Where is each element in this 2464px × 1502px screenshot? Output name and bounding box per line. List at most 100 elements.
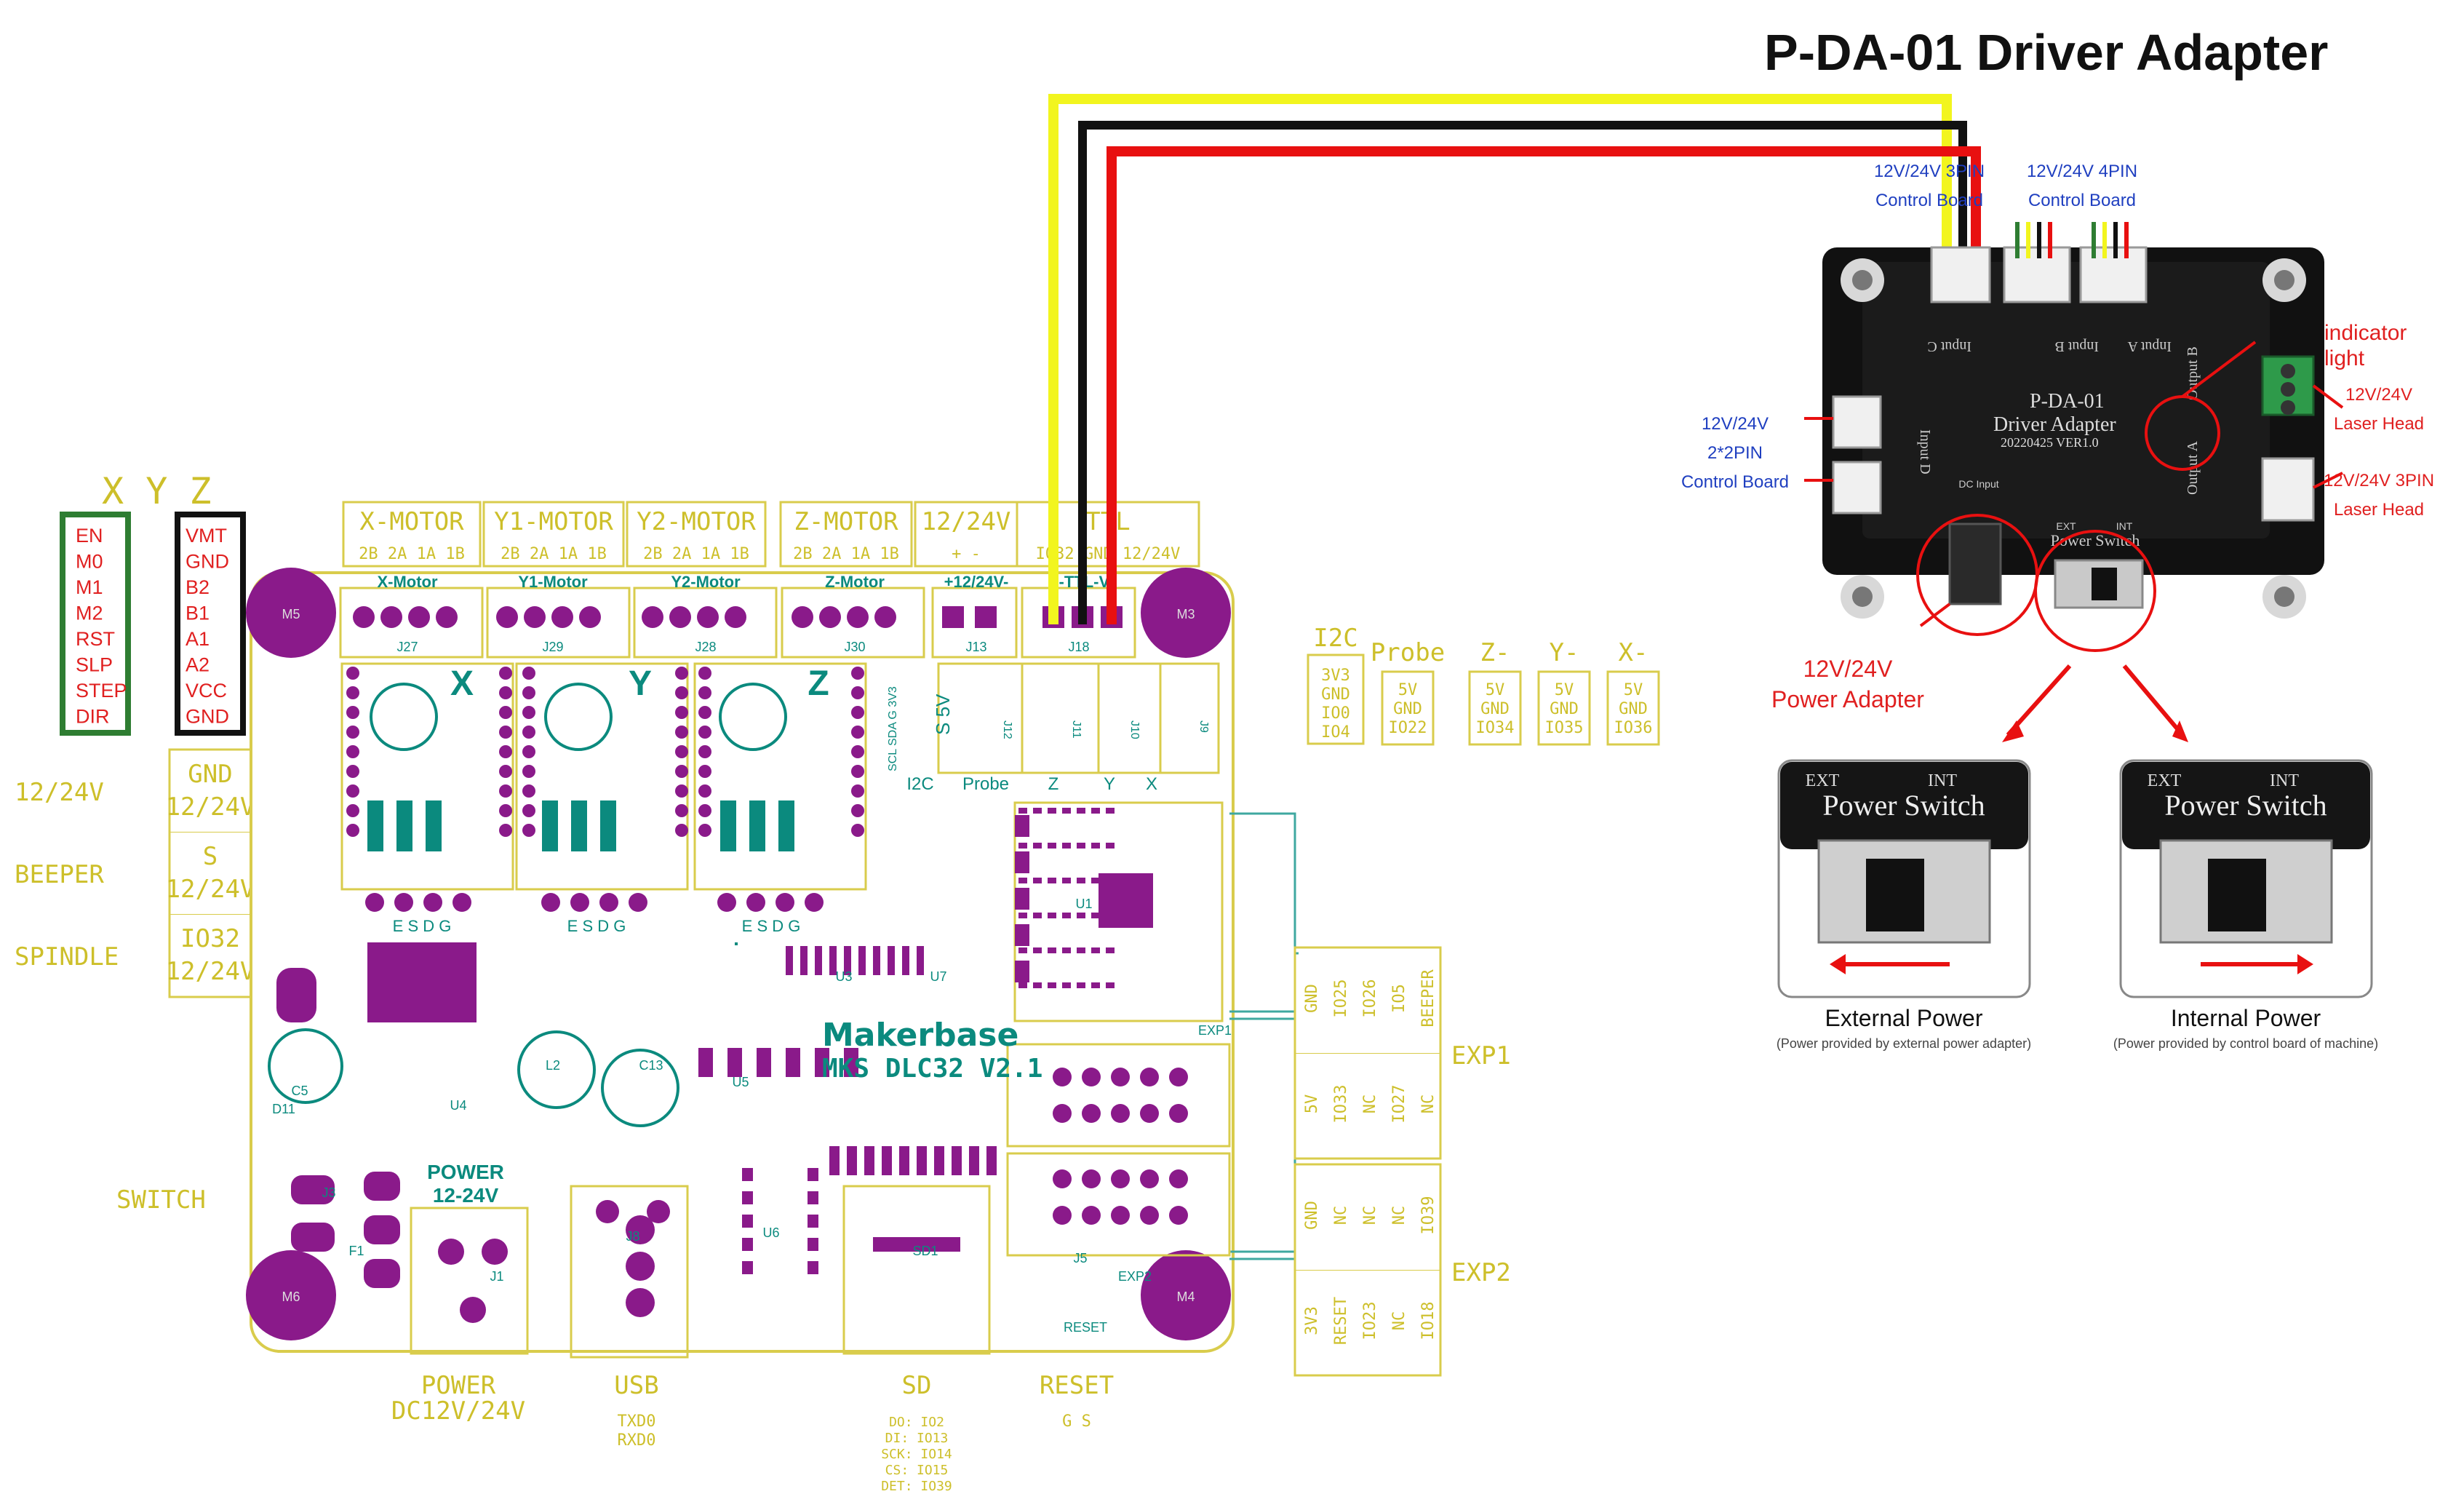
top-header-pins: 2B 2A 1A 1B — [793, 545, 899, 563]
switch-panel-header — [1780, 762, 2028, 849]
pad — [727, 1048, 742, 1077]
pad — [1033, 878, 1042, 883]
pad — [364, 1259, 400, 1288]
top-header-pins: + - — [952, 545, 981, 563]
sensor-pin: IO36 — [1614, 719, 1653, 737]
board-ref: U5 — [732, 1075, 749, 1089]
board-input-label: I2C — [906, 774, 933, 794]
pad — [541, 893, 560, 912]
bottom-label-title: USB — [614, 1371, 658, 1400]
driver-pin-row: E S D G — [742, 917, 801, 935]
pad — [1018, 878, 1027, 883]
pad — [276, 968, 316, 1022]
mount-hole-label: M6 — [282, 1290, 300, 1304]
divider — [170, 832, 251, 833]
adapter-label: 12V/24V 3PIN — [1874, 162, 1985, 181]
pad — [1018, 982, 1027, 988]
adapter-label: Laser Head — [2334, 500, 2424, 520]
adapter-label: 2*2PIN — [1707, 443, 1763, 463]
pad — [1033, 982, 1042, 988]
pad — [1106, 878, 1115, 883]
mount-hole-label: M4 — [1176, 1290, 1195, 1304]
bottom-label-sub: DET: IO39 — [881, 1479, 952, 1494]
pad — [934, 1146, 944, 1175]
sensor-pin: IO34 — [1476, 719, 1515, 737]
pad — [698, 745, 711, 758]
exp-pin: GND — [1303, 1201, 1321, 1230]
bottom-label-sub: DC12V/24V — [391, 1396, 525, 1426]
pad — [1015, 924, 1029, 946]
pad — [1048, 982, 1056, 988]
adapter-board-text: Driver Adapter — [1993, 413, 2116, 436]
pad — [346, 765, 359, 778]
pad — [742, 1238, 753, 1251]
pad — [1048, 878, 1056, 883]
sensor-group-box — [1606, 670, 1660, 746]
mount-hole — [246, 568, 336, 658]
mount-hole-label: M5 — [282, 607, 300, 621]
sensor-pin: 5V — [1398, 681, 1418, 699]
pad — [1106, 808, 1115, 814]
adapter-port-label: DC Input — [1958, 478, 1998, 490]
pad — [882, 1146, 892, 1175]
pcb-pads — [276, 606, 1188, 1323]
switch-caption: External Power — [1825, 1005, 1983, 1031]
pad — [1106, 982, 1115, 988]
board-motor-label: Y1-Motor — [518, 573, 588, 591]
connector-pin: S — [203, 842, 218, 871]
switch-label: SWITCH — [116, 1185, 206, 1215]
pad — [698, 706, 711, 719]
left-connector-labels: 12/24VGND12/24VBEEPERS12/24VSPINDLEIO321… — [15, 748, 255, 998]
pad — [460, 1297, 486, 1323]
top-header-box — [342, 501, 482, 568]
board-ref: SD1 — [912, 1244, 938, 1258]
pad — [1015, 851, 1029, 873]
bottom-label-sub: TXD0 — [618, 1412, 656, 1431]
top-header-name: Y2-MOTOR — [637, 507, 756, 536]
switch-title: Power Switch — [1822, 789, 1985, 822]
switch-int: INT — [1928, 771, 1957, 790]
board-connector-ref: J28 — [695, 640, 716, 654]
pad — [808, 1168, 818, 1181]
pad — [851, 745, 864, 758]
pad — [902, 946, 909, 975]
pad — [1111, 1206, 1130, 1225]
sensor-pin: 3V3 — [1321, 667, 1350, 685]
exp-pin: BEEPER — [1419, 969, 1438, 1028]
exp-pin: NC — [1390, 1311, 1408, 1331]
pad — [1033, 947, 1042, 953]
adapter-label: 12V/24V 4PIN — [2027, 162, 2137, 181]
pad — [1015, 961, 1029, 982]
pad — [808, 1215, 818, 1228]
sensor-pin: 5V — [1555, 681, 1574, 699]
pad — [522, 667, 535, 680]
board-motor-label: Z-Motor — [825, 573, 885, 591]
axis-letter: Y — [629, 664, 652, 703]
pad — [499, 667, 512, 680]
pad — [829, 946, 837, 975]
pad — [698, 784, 711, 798]
exp-pin: NC — [1332, 1206, 1350, 1225]
bottom-label-sub: CS: IO15 — [885, 1463, 949, 1478]
switch-arrow-head — [2297, 954, 2313, 974]
connector-pin: 12/24V — [166, 792, 255, 822]
pad — [917, 946, 924, 975]
top-header-pins: 2B 2A 1A 1B — [359, 545, 465, 563]
sensor-pin: IO35 — [1545, 719, 1584, 737]
adapter-label: Control Board — [2028, 191, 2136, 210]
adapter-label: 12V/24V — [2345, 385, 2412, 405]
pad — [499, 745, 512, 758]
pad — [522, 765, 535, 778]
pad — [1018, 913, 1027, 918]
pad — [969, 1146, 979, 1175]
adapter-annotations — [1804, 341, 2344, 742]
pad — [746, 893, 765, 912]
pad — [899, 1146, 909, 1175]
pad — [1140, 1169, 1159, 1188]
pad — [1077, 913, 1085, 918]
pad — [742, 1168, 753, 1181]
pad — [917, 1146, 927, 1175]
